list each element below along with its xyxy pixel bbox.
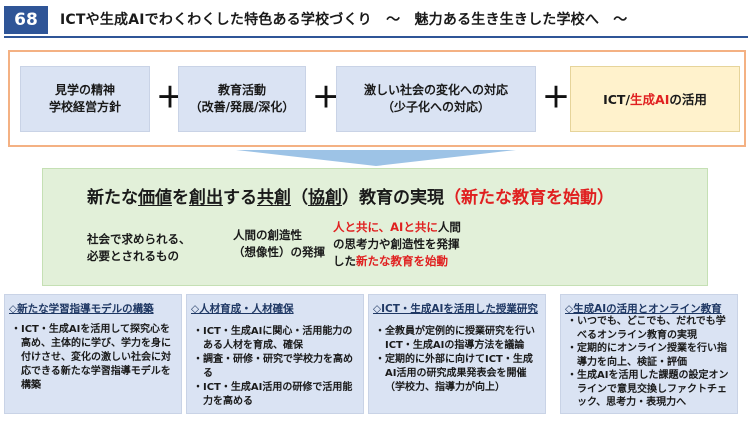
list-item: ・ICT・生成AIに関心・活用能力のある人材を育成、確保 xyxy=(193,326,353,351)
goal-title: 新たな価値を創出する共創（協創）教育の実現（新たな教育を始動） xyxy=(87,188,614,208)
goal-creativity: 人間の創造性 （想像性）の発揮 xyxy=(233,228,325,259)
plus-sign: ＋ xyxy=(542,81,571,114)
list-item: ・定期的に外部に向けてICT・生成AI活用の研究成果発表会を開催（学校力、指導力… xyxy=(375,354,533,393)
list-item: ・定期的にオンライン授業を行い指導力を向上、検証・評価 xyxy=(567,343,727,368)
list-item: ・ICT・生成AI活用の研修で活用能力を高める xyxy=(193,382,353,407)
list-item: ・全教員が定例的に授業研究を行いICT・生成AIの指導方法を議論 xyxy=(375,326,535,351)
item-school-policy: 見学の精神 学校経営方針 xyxy=(20,66,150,132)
card-heading: ◇新たな学習指導モデルの構築 xyxy=(9,303,154,315)
card-heading: ◇ICT・生成AIを活用した授業研究 xyxy=(373,303,538,315)
list-item: ・いつでも、どこでも、だれでも学べるオンライン教育の実現 xyxy=(567,316,726,341)
down-arrow-icon xyxy=(236,150,516,166)
card-heading: ◇生成AIの活用とオンライン教育 xyxy=(565,303,722,315)
card-human-resources: ◇人材育成・人材確保 ・ICT・生成AIに関心・活用能力のある人材を育成、確保 … xyxy=(186,294,364,414)
slide-header: 68 ICTや生成AIでわくわくした特色ある学校づくり ～ 魅力ある生き生きした… xyxy=(0,0,752,40)
list-item: ・調査・研修・研究で学校力を高める xyxy=(193,354,353,379)
card-lesson-research: ◇ICT・生成AIを活用した授業研究 ・全教員が定例的に授業研究を行いICT・生… xyxy=(368,294,546,414)
card-heading: ◇人材育成・人材確保 xyxy=(191,303,294,315)
top-elements-frame: 見学の精神 学校経営方針 ＋ 教育活動 （改善/発展/深化） ＋ 激しい社会の変… xyxy=(8,50,746,147)
list-item: ・ICT・生成AIを活用して探究心を高め、主体的に学び、学力を身に付けさせ、変化… xyxy=(11,324,171,391)
list-item: ・生成AIを活用した課題の設定オンラインで意見交換しファクトチェック、思考力・表… xyxy=(567,370,729,408)
goal-new-education: 人と共に、AIと共に人間 の思考力や創造性を発揮 した新たな教育を始動 xyxy=(333,220,461,268)
card-learning-model: ◇新たな学習指導モデルの構築 ・ICT・生成AIを活用して探究心を高め、主体的に… xyxy=(4,294,182,414)
slide-number: 68 xyxy=(4,6,48,34)
card-online-education: ◇生成AIの活用とオンライン教育 ・いつでも、どこでも、だれでも学べるオンライン… xyxy=(560,294,738,414)
header-divider xyxy=(4,36,748,38)
goal-society-needs: 社会で求められる、 必要とされるもの xyxy=(87,232,191,263)
item-education-activity: 教育活動 （改善/発展/深化） xyxy=(178,66,306,132)
slide-title: ICTや生成AIでわくわくした特色ある学校づくり ～ 魅力ある生き生きした学校へ… xyxy=(60,12,628,28)
item-social-change: 激しい社会の変化への対応 （少子化への対応） xyxy=(336,66,536,132)
item-ict-ai: ICT/生成AIの活用 xyxy=(570,66,740,132)
plus-sign: ＋ xyxy=(312,81,341,114)
goal-box: 新たな価値を創出する共創（協創）教育の実現（新たな教育を始動） 社会で求められる… xyxy=(42,168,708,286)
